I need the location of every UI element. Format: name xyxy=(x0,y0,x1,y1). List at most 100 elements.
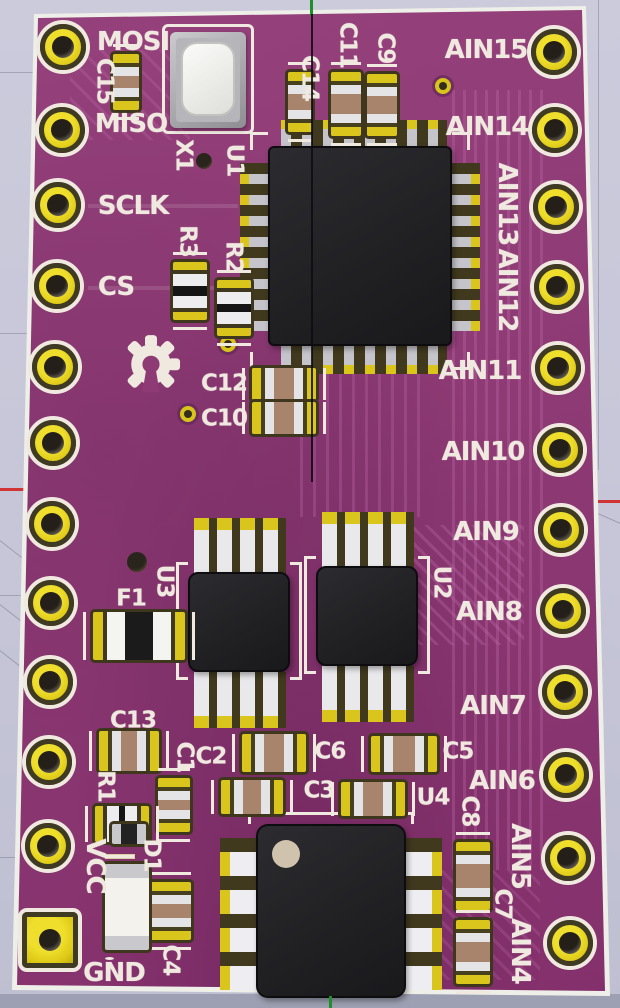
copper-traces xyxy=(88,286,228,290)
background-bottom-strip xyxy=(0,994,620,1008)
small-part xyxy=(112,824,146,844)
capacitor-c15 xyxy=(113,44,139,120)
y-axis-line xyxy=(310,0,313,16)
pad-cs xyxy=(34,263,80,309)
pin-label-ain14: AIN14 xyxy=(445,112,530,142)
mounting-hole xyxy=(196,153,212,169)
pin-label-mosi: MOSI xyxy=(96,27,170,57)
pin-label-ain12: AIN12 xyxy=(492,248,522,332)
oshw-gear-logo-icon xyxy=(127,335,181,393)
grid-line xyxy=(0,595,30,596)
pad-ain13 xyxy=(533,184,579,230)
refdes-c10: C10 xyxy=(201,405,248,432)
pad-left-9 xyxy=(27,659,73,705)
pad-ain4 xyxy=(547,920,593,966)
refdes-c5: C5 xyxy=(442,738,475,765)
x1-silk-outline xyxy=(162,24,254,134)
refdes-c15: C15 xyxy=(91,58,118,104)
via xyxy=(180,406,196,422)
pad-ain11 xyxy=(535,345,581,391)
refdes-x1: X1 xyxy=(170,139,197,171)
chip-u1 xyxy=(268,146,452,346)
chip-u2 xyxy=(316,566,418,666)
u4-leads-right xyxy=(404,838,442,990)
u2-silk-bracket xyxy=(418,556,430,674)
pad-sclk xyxy=(35,182,81,228)
refdes-c9: C9 xyxy=(372,32,399,64)
capacitor-c14 xyxy=(288,62,312,142)
refdes-u2: U2 xyxy=(428,565,455,599)
pin-label-gnd: GND xyxy=(83,958,146,988)
pad-gnd xyxy=(22,912,78,968)
u3-silk-bracket xyxy=(290,562,302,680)
pad-ain7 xyxy=(542,669,588,715)
mounting-hole xyxy=(127,552,147,572)
refdes-c6: C6 xyxy=(314,738,347,765)
chip-u3 xyxy=(188,572,290,672)
pad-ain8 xyxy=(540,588,586,634)
pad-left-8 xyxy=(28,580,74,626)
refdes-c14: C14 xyxy=(296,55,323,101)
pin-label-ain6: AIN6 xyxy=(469,766,536,796)
capacitor-c10 xyxy=(242,402,326,434)
capacitor-c8 xyxy=(456,832,490,920)
capacitor-c1 xyxy=(158,768,190,842)
pad-ain15 xyxy=(531,29,577,75)
pin-label-ain13: AIN13 xyxy=(492,162,522,246)
refdes-c13: C13 xyxy=(110,707,157,734)
resistor-r3 xyxy=(173,252,207,330)
pin-label-cs: CS xyxy=(97,272,135,302)
pin-label-ain4: AIN4 xyxy=(505,918,535,984)
refdes-u1: U1 xyxy=(221,143,248,177)
capacitor-c7 xyxy=(456,910,490,994)
u4-leads-left xyxy=(220,838,258,990)
led-d1 xyxy=(105,854,149,960)
refdes-r2: R2 xyxy=(220,241,247,273)
u1-silk-corner xyxy=(452,352,470,370)
capacitor-c12 xyxy=(242,368,326,400)
refdes-u3: U3 xyxy=(151,564,178,598)
grid-line xyxy=(0,333,36,334)
copper-traces xyxy=(404,525,524,645)
y-axis-line xyxy=(329,996,332,1008)
refdes-c1: C1 xyxy=(171,741,198,773)
capacitor-c4 xyxy=(151,872,191,950)
copper-traces xyxy=(88,204,238,208)
capacitor-row2 xyxy=(211,780,293,814)
pad-left-5 xyxy=(32,344,78,390)
u2-silk-bracket xyxy=(304,556,316,674)
capacitor-c3 xyxy=(331,782,415,816)
u1-silk-corner xyxy=(452,132,470,150)
grid-line xyxy=(0,857,24,858)
pad-ain6 xyxy=(543,752,589,798)
u4-pin1-dot xyxy=(272,840,300,868)
pin-label-ain15: AIN15 xyxy=(444,35,529,65)
refdes-u4: U4 xyxy=(416,784,451,811)
capacitor-c6 xyxy=(361,736,447,772)
capacitor-c2 xyxy=(232,734,316,772)
pad-left-10 xyxy=(26,739,72,785)
capacitor-c11 xyxy=(331,62,361,146)
refdes-d1: D1 xyxy=(138,838,165,872)
pad-ain5 xyxy=(545,835,591,881)
pin-label-sclk: SCLK xyxy=(97,191,170,221)
grid-line xyxy=(0,72,36,73)
pad-ain10 xyxy=(537,427,583,473)
via xyxy=(435,78,451,94)
pin-label-ain10: AIN10 xyxy=(441,437,526,467)
pad-ain9 xyxy=(538,507,584,553)
pin-label-ain9: AIN9 xyxy=(453,517,520,547)
pad-miso xyxy=(39,107,85,153)
u3-leads-top xyxy=(194,518,286,574)
refdes-c3: C3 xyxy=(303,777,336,804)
pin-label-ain5: AIN5 xyxy=(505,823,535,889)
refdes-f1: F1 xyxy=(116,585,147,612)
u3-leads-bottom xyxy=(194,672,286,728)
pin-label-miso: MISO xyxy=(94,109,168,139)
pad-left-6 xyxy=(30,420,76,466)
refdes-c11: C11 xyxy=(334,22,361,68)
crystal-x1-lid xyxy=(181,42,235,116)
refdes-c2: C2 xyxy=(195,743,228,770)
x-axis-line xyxy=(0,488,40,491)
